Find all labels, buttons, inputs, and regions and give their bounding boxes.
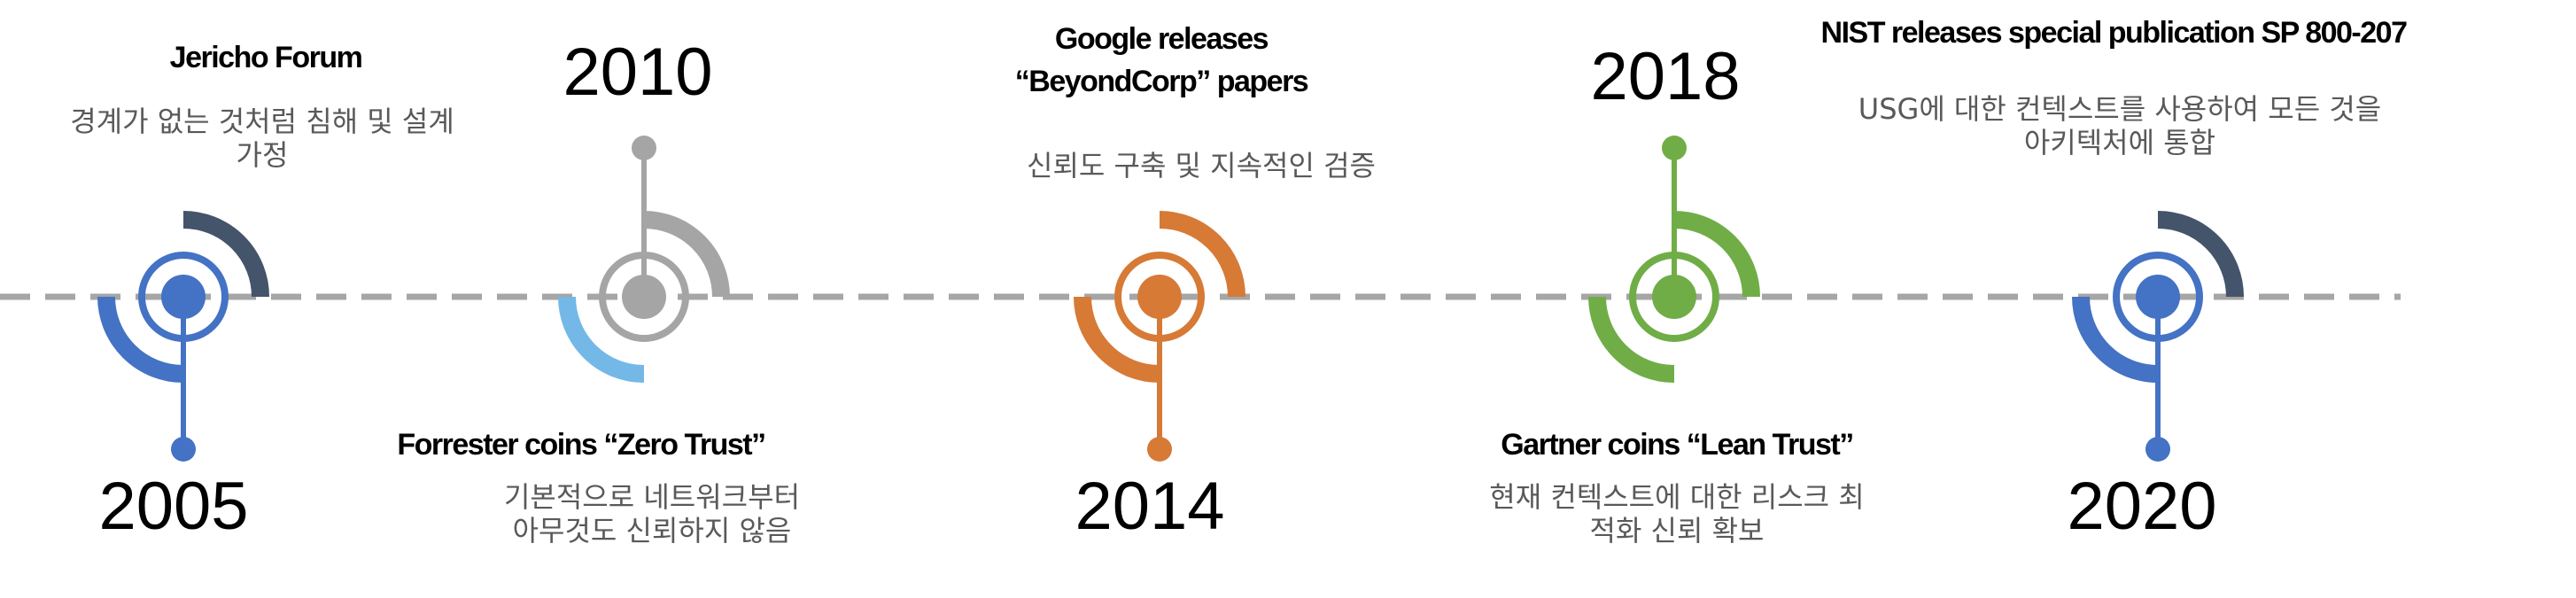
milestone-2014-title-line: Google releases: [1054, 22, 1269, 56]
marker-2005-upper-arc: [182, 211, 269, 298]
milestone-2018-year: 2018: [1590, 39, 1741, 114]
marker-2020-end-dot: [2145, 437, 2170, 462]
milestone-2014-description: 신뢰도 구축 및 지속적인 검증: [1027, 149, 1376, 183]
marker-2014-upper-arc: [1159, 211, 1245, 298]
marker-2018-lower-arc: [1588, 296, 1675, 383]
milestone-2010-description-line: 기본적으로 네트워크부터: [503, 480, 801, 514]
milestone-2005-description-line: 가정: [236, 138, 289, 172]
milestone-2014-description-line: 신뢰도 구축 및 지속적인 검증: [1027, 149, 1376, 183]
marker-2018-end-dot: [1662, 136, 1687, 160]
marker-2018-upper-arc: [1673, 211, 1760, 298]
marker-2005-end-dot: [171, 437, 196, 462]
milestone-2014-title: Google releases “BeyondCorp” papers: [1014, 18, 1309, 103]
milestone-2018-description-line: 현재 컨텍스트에 대한 리스크 최: [1489, 480, 1865, 514]
milestone-2018-title: Gartner coins “Lean Trust”: [1501, 428, 1854, 462]
milestone-2018-description-line: 적화 신뢰 확보: [1589, 514, 1765, 548]
milestone-2005-description-line: 경계가 없는 것처럼 침해 및 설계: [70, 105, 454, 138]
marker-2005-lower-arc: [97, 296, 184, 383]
milestone-2020-description-line: USG에 대한 컨텍스트를 사용하여 모든 것을: [1858, 92, 2382, 126]
milestone-2010-description: 기본적으로 네트워크부터 아무것도 신뢰하지 않음: [504, 480, 800, 548]
marker-2010-upper-arc: [643, 211, 730, 298]
marker-2005-ring: [138, 252, 229, 342]
milestone-2010-year: 2010: [563, 35, 713, 110]
marker-2020-lower-arc: [2072, 296, 2159, 383]
marker-2018-center-dot: [1652, 275, 1696, 319]
marker-2020-center-dot: [2136, 275, 2180, 319]
milestone-2018-description: 현재 컨텍스트에 대한 리스크 최 적화 신뢰 확보: [1489, 480, 1864, 548]
milestone-2010-description-line: 아무것도 신뢰하지 않음: [512, 514, 792, 548]
marker-2014-lower-arc: [1074, 296, 1160, 383]
milestone-2020-description: USG에 대한 컨텍스트를 사용하여 모든 것을 아키텍처에 통합: [1858, 92, 2381, 159]
marker-2010-end-dot: [632, 136, 656, 160]
milestone-2020-year: 2020: [2067, 469, 2217, 544]
marker-2014-center-dot: [1137, 275, 1182, 319]
milestone-2020-description-line: 아키텍처에 통합: [2023, 126, 2216, 159]
milestone-2005-year: 2005: [98, 469, 249, 544]
marker-2010-center-dot: [622, 275, 666, 319]
marker-2020-ring: [2113, 252, 2203, 342]
milestone-2010-title: Forrester coins “Zero Trust”: [397, 428, 766, 462]
milestone-2005-title: Jericho Forum: [169, 41, 363, 74]
marker-2010-ring: [599, 252, 689, 342]
marker-2014-end-dot: [1147, 437, 1172, 462]
milestone-2014-year: 2014: [1075, 469, 1225, 544]
milestone-2014-title-line: “BeyondCorp” papers: [1014, 65, 1309, 98]
milestone-2005-description: 경계가 없는 것처럼 침해 및 설계 가정: [70, 105, 454, 172]
milestone-2020-title: NIST releases special publication SP 800…: [1820, 16, 2408, 50]
marker-2005-center-dot: [161, 275, 206, 319]
marker-2020-upper-arc: [2157, 211, 2244, 298]
marker-2010-lower-arc: [558, 296, 645, 383]
marker-2018-ring: [1629, 252, 1719, 342]
marker-2014-ring: [1114, 252, 1205, 342]
